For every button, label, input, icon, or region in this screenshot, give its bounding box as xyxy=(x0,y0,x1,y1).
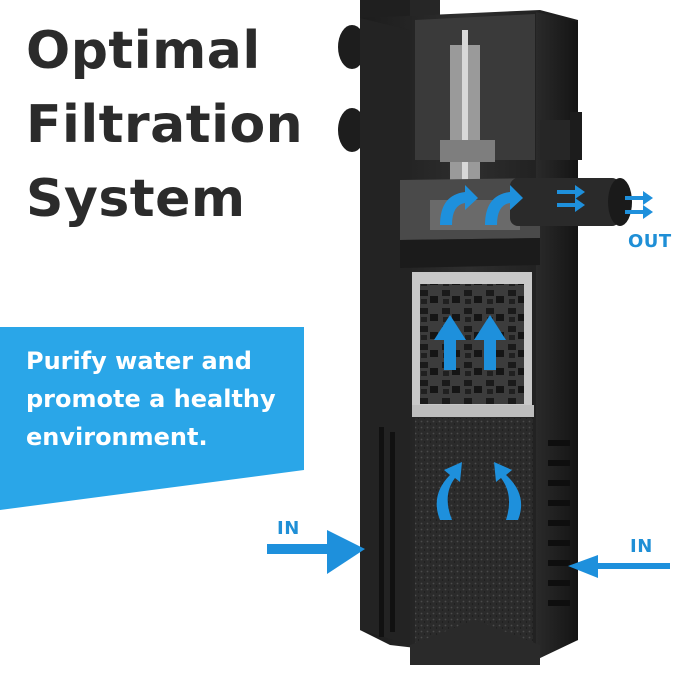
sponge-chamber xyxy=(410,418,540,665)
title-line-1: Optimal xyxy=(26,21,261,81)
in-label-right: IN xyxy=(630,536,653,557)
title-line-2: Filtration xyxy=(26,95,304,155)
banner-text: Purify water and promote a healthy envir… xyxy=(26,342,276,456)
banner-line-3: environment. xyxy=(26,423,208,451)
out-label: OUT xyxy=(628,231,672,252)
inlet-arrow-right xyxy=(568,555,670,578)
banner-line-2: promote a healthy xyxy=(26,385,276,413)
inlet-arrow-left xyxy=(267,530,365,574)
title-line-3: System xyxy=(26,169,246,229)
flow-arrows xyxy=(267,185,670,578)
page-title: Optimal Filtration System xyxy=(26,14,303,236)
in-label-left: IN xyxy=(277,518,300,539)
banner-line-1: Purify water and xyxy=(26,347,252,375)
right-vents xyxy=(548,440,570,606)
motor-chamber xyxy=(400,14,540,268)
outlet-arrows xyxy=(557,185,653,219)
media-chamber xyxy=(412,272,534,417)
